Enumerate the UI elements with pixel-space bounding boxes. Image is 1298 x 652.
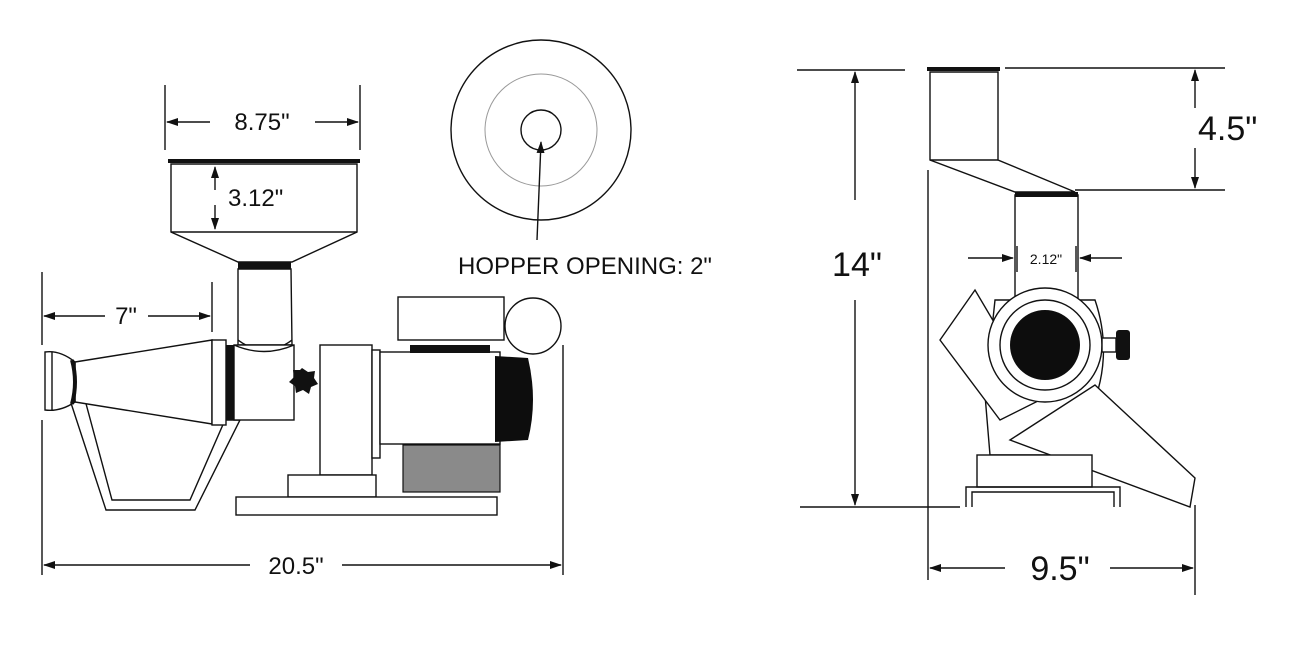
gear-housing [319, 344, 373, 476]
side-view: 8.75" 3.12" 7" 20.5" [41, 85, 564, 580]
top-view: HOPPER OPENING: 2" [450, 39, 712, 280]
screw-housing [233, 344, 295, 421]
strainer-cone [74, 339, 213, 425]
flange [211, 339, 227, 426]
motor-end-cap [495, 356, 533, 442]
base-front [976, 454, 1093, 488]
housing-base [287, 474, 377, 498]
cone-length-label: 7" [115, 303, 137, 330]
locking-knob [289, 368, 318, 394]
hopper-width-label: 8.75" [234, 109, 289, 136]
hopper-inner-ring [484, 73, 598, 187]
neck-width-label: 2.12" [1030, 251, 1062, 267]
overall-length-label: 20.5" [268, 553, 323, 580]
hopper-height-label: 4.5" [1198, 110, 1257, 148]
outlet-bore [1010, 310, 1080, 380]
switch-box [397, 296, 505, 341]
feed-tube-front [1014, 194, 1079, 301]
overall-height-label: 14" [832, 246, 882, 284]
overall-width-label: 9.5" [1030, 550, 1089, 588]
front-knob [1116, 330, 1130, 360]
motor [379, 351, 501, 445]
front-view: 14" 4.5" 2.12" 9.5" [797, 67, 1257, 595]
hopper-depth-label: 3.12" [228, 185, 283, 212]
hopper-opening-label: HOPPER OPENING: 2" [458, 253, 712, 280]
capacitor [504, 297, 562, 355]
hopper [170, 163, 358, 263]
motor-foot [402, 444, 501, 493]
feed-tube [237, 268, 293, 346]
hopper-neck-band [238, 262, 291, 269]
base-plate [235, 496, 498, 516]
hopper-front [929, 71, 1076, 193]
waste-chute [1008, 384, 1196, 508]
